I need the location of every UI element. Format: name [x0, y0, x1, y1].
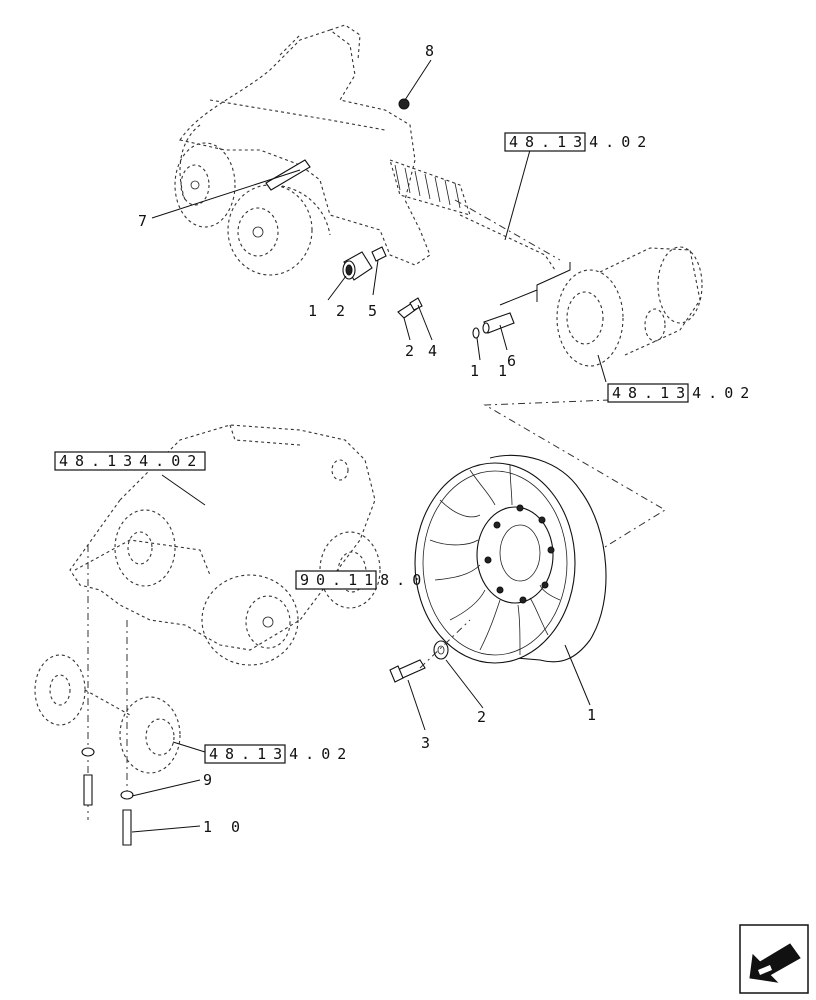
callout-9: 9: [203, 771, 217, 789]
part-6-pin: [482, 312, 515, 334]
callout-4: 4: [428, 342, 442, 360]
upper-wheel-rear: [227, 184, 331, 276]
ref-box-3[interactable]: 48.134.02: [54, 451, 206, 471]
ref-text-3: 48.134.02: [59, 452, 203, 470]
callout-2-upper: 2: [405, 342, 419, 360]
ref-box-5[interactable]: 48.134.02: [204, 744, 353, 764]
part-3-bolt-lower: [389, 659, 426, 683]
part-9-washer: [81, 747, 134, 800]
callout-10: 1 0: [203, 818, 245, 836]
part-7-pin: [265, 159, 311, 191]
lower-wheel-front: [114, 509, 176, 587]
part-8-nut: [398, 98, 410, 110]
part-2-4-bolt-upper: [397, 297, 423, 319]
ref-box-2[interactable]: 48.134.02: [607, 383, 756, 403]
lower-hub-left: [34, 654, 86, 726]
part-11-washer: [472, 327, 480, 339]
ref-text-5: 48.134.02: [209, 745, 353, 763]
ref-text-4: 90.118.0: [300, 571, 428, 589]
callout-12: 1 2: [308, 302, 350, 320]
part-12-bushing: [342, 251, 373, 281]
upper-wheel-front: [174, 142, 236, 228]
callout-6: 6: [507, 352, 521, 370]
ref-text-1: 48.134.02: [509, 133, 653, 151]
upper-axle-spring: [389, 159, 561, 271]
callout-7: 7: [138, 212, 152, 230]
ref-box-1[interactable]: 48.134.02: [504, 132, 653, 152]
upper-axle-hub-assembly: [556, 246, 703, 367]
page-turn-arrow-icon[interactable]: [739, 924, 809, 994]
lower-wheel-rear: [201, 531, 381, 666]
upper-frame-ghost: [179, 24, 431, 266]
part-5-sleeve: [371, 246, 387, 262]
part-10-bolt: [83, 774, 132, 846]
lower-hub-right: [84, 689, 181, 774]
part-1-drive-wheel: [414, 454, 607, 664]
callout-5: 5: [368, 302, 382, 320]
callout-1: 1: [587, 706, 601, 724]
lower-frame-ghost: [69, 424, 376, 651]
callout-11: 1 1: [470, 362, 512, 380]
callout-2-lower: 2: [477, 708, 491, 726]
callout-8: 8: [425, 42, 439, 60]
ref-box-4[interactable]: 90.118.0: [295, 570, 428, 590]
ref-text-2: 48.134.02: [612, 384, 756, 402]
callout-3: 3: [421, 734, 435, 752]
part-2-washer-lower: [433, 640, 449, 660]
